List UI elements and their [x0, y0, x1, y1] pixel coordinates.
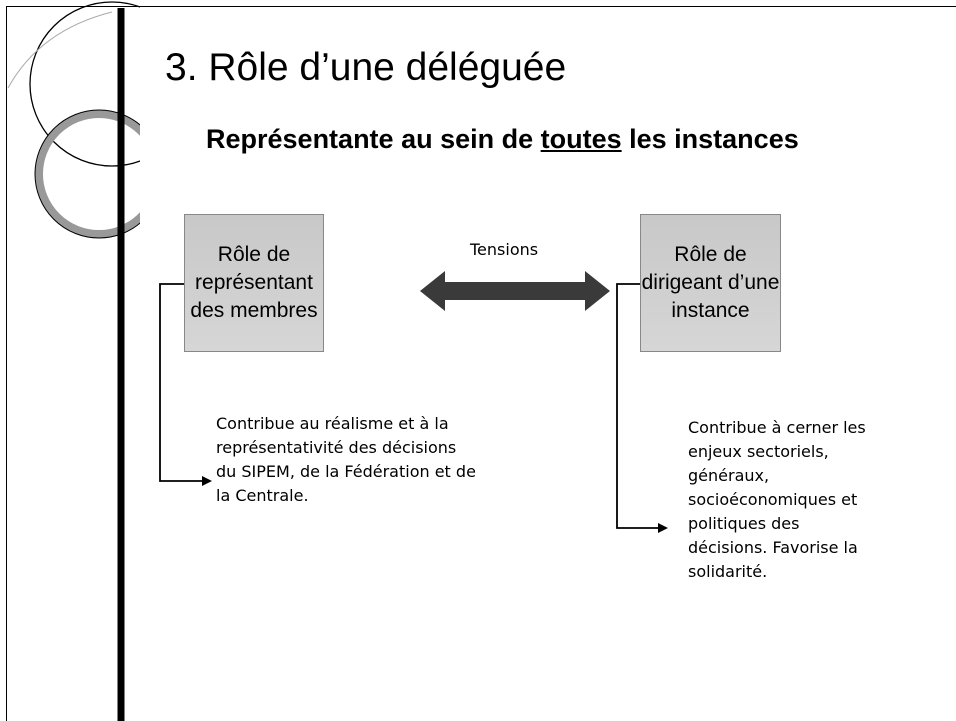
- left-connector-line: [159, 283, 204, 482]
- tension-double-arrow: [420, 271, 610, 311]
- tensions-label: Tensions: [470, 240, 539, 259]
- slide-subtitle: Représentante au sein de toutes les inst…: [206, 124, 799, 155]
- note-member-representative: Contribue au réalisme et à la représenta…: [216, 414, 476, 505]
- subtitle-text-end: les instances: [621, 124, 799, 154]
- box-member-representative: Rôle de représentant des membres: [184, 214, 324, 352]
- box-instance-leader: Rôle de dirigeant d’une instance: [640, 214, 781, 352]
- slide-title: 3. Rôle d’une déléguée: [165, 46, 567, 89]
- right-connector-line: [616, 283, 660, 529]
- left-arrow-head: [202, 476, 212, 486]
- box-member-representative-label: Rôle de représentant des membres: [190, 243, 318, 322]
- subtitle-emphasis: toutes: [540, 124, 622, 154]
- decorative-circles: [7, 1, 140, 721]
- subtitle-text: Représentante au sein de: [206, 124, 541, 154]
- box-instance-leader-label: Rôle de dirigeant d’une instance: [641, 243, 780, 322]
- note-instance-leader: Contribue à cerner les enjeux sectoriels…: [688, 418, 866, 581]
- right-arrow-head: [658, 523, 668, 533]
- slide-frame: [6, 6, 956, 721]
